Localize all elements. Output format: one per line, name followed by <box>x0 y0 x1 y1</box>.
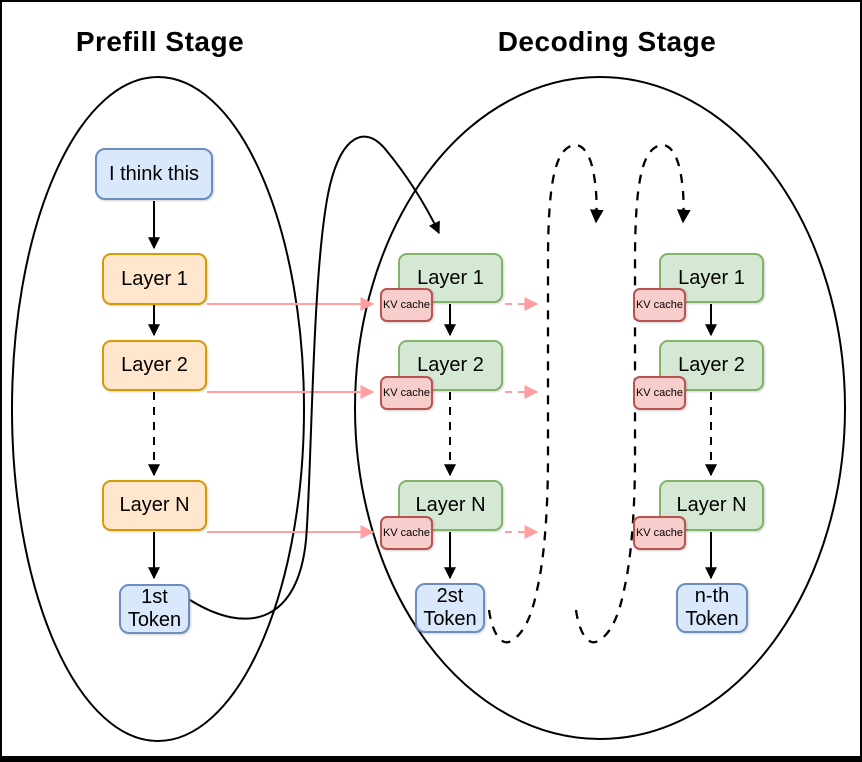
prefill-layer2-box: Layer 2 <box>102 340 207 391</box>
decoding-c1-kv-cache-1: KV cache <box>380 288 433 322</box>
decoding-c2-kv-cache-N: KV cache <box>633 516 686 550</box>
decoding-c1-kv-cache-2: KV cache <box>380 376 433 410</box>
loop-arrow-iteration-1 <box>487 143 604 644</box>
prefill-stage-ellipse <box>11 76 305 742</box>
prefill-token-box: 1st Token <box>119 584 190 634</box>
prefill-layerN-box: Layer N <box>102 480 207 531</box>
decoding-c2-token-box: n-th Token <box>676 583 748 633</box>
prefill-layer1-box: Layer 1 <box>102 253 207 305</box>
decoding-c2-kv-cache-2: KV cache <box>633 376 686 410</box>
kv-transfer-arrows <box>207 297 375 539</box>
decoding-stage-title: Decoding Stage <box>497 26 717 57</box>
decoding-stage-ellipse <box>354 76 846 740</box>
kv-reuse-arrows <box>505 297 539 539</box>
decoding-c2-layer1-box: Layer 1 <box>659 253 764 303</box>
decoding-c2-kv-cache-1: KV cache <box>633 288 686 322</box>
prefill-stage-title: Prefill Stage <box>75 26 245 57</box>
decoding-c1-token-box: 2st Token <box>415 583 485 633</box>
loop-arrow-iteration-n <box>574 143 691 644</box>
decoding-c1-kv-cache-N: KV cache <box>380 516 433 550</box>
prefill-input-box: I think this <box>95 148 213 200</box>
arrow-token1-to-decoding-layer1 <box>189 135 440 620</box>
